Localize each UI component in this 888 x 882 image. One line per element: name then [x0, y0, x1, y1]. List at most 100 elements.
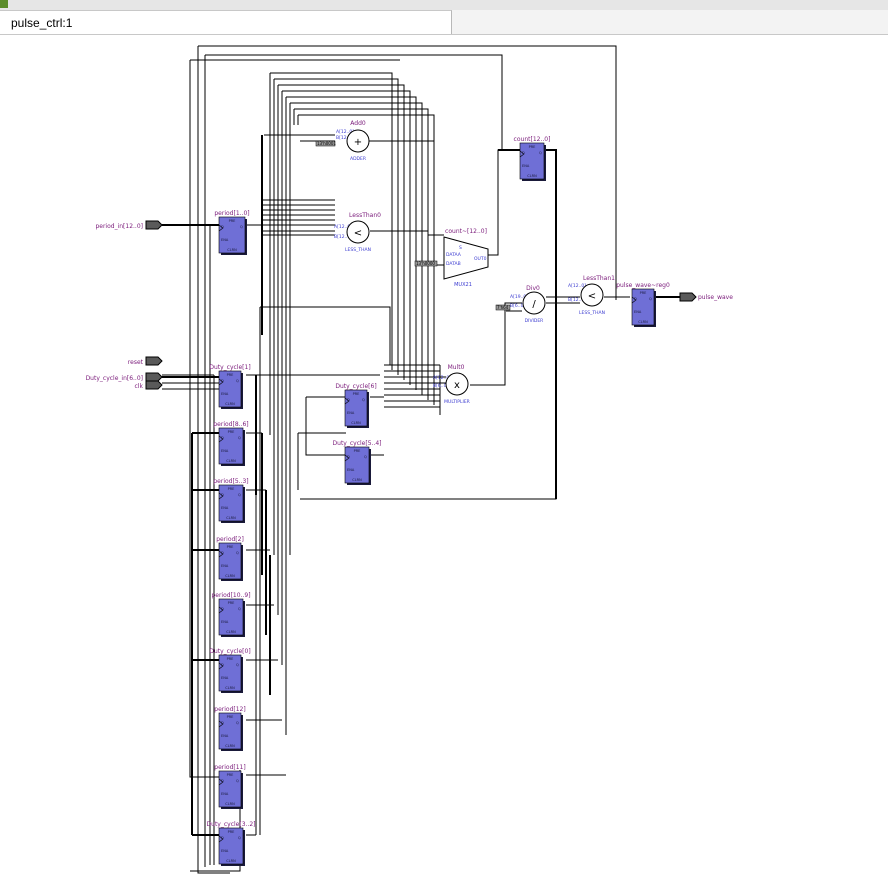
- pin-q-label: Q: [364, 455, 367, 459]
- operator-symbol: x: [454, 380, 460, 391]
- operator-label: Add0: [350, 120, 366, 127]
- pin-d-label: D: [221, 721, 224, 725]
- pin-clr-label: CLRN: [225, 574, 235, 578]
- input-port-clk: clk: [135, 380, 163, 390]
- input-port-reset: reset: [128, 356, 163, 366]
- operator-symbol: <: [354, 228, 362, 239]
- register-label: period[8..6]: [213, 421, 248, 428]
- pin-d-label: D: [347, 398, 350, 402]
- pin-ena-label: ENA: [221, 449, 229, 453]
- pin-b-label: B[12..0]: [568, 297, 586, 303]
- operator-label: LessThan0: [349, 212, 381, 219]
- pin-clr-label: CLRN: [226, 630, 236, 634]
- pin-pre-label: PRE: [227, 373, 234, 377]
- const-label: 7'h64: [497, 305, 509, 310]
- pin-a-label: A[12..0]: [433, 375, 451, 381]
- pin-b-label: B[12..0]: [336, 135, 354, 141]
- register-label: period[2]: [216, 536, 244, 543]
- pin-pre-label: PRE: [354, 449, 361, 453]
- pin-q-label: Q: [238, 493, 241, 497]
- bus-wires: [162, 135, 680, 836]
- pin-clr-label: CLRN: [226, 459, 236, 463]
- tab-strip: pulse_ctrl:1: [0, 10, 888, 35]
- pin-clr-label: CLRN: [225, 802, 235, 806]
- pin-q-label: Q: [539, 151, 542, 155]
- pin-ena-label: ENA: [347, 411, 355, 415]
- mux-type: MUX21: [454, 282, 472, 288]
- pin-a-label: A[12..0]: [334, 224, 352, 230]
- operator-lessthan1: LessThan1 A[12..0] B[12..0] < LESS_THAN: [568, 275, 615, 316]
- mux-label: count~[12..0]: [445, 228, 487, 235]
- pin-ena-label: ENA: [221, 506, 229, 510]
- register-label: pulse_wave~reg0: [616, 282, 670, 289]
- pin-q-label: Q: [240, 225, 243, 229]
- operator-symbol: <: [588, 291, 596, 302]
- pin-pre-label: PRE: [228, 430, 235, 434]
- port-label: period_in[12..0]: [95, 223, 143, 230]
- port-label: pulse_wave: [698, 294, 733, 301]
- pin-ena-label: ENA: [221, 849, 229, 853]
- register-label: count[12..0]: [514, 136, 551, 143]
- operator-type: MULTIPLIER: [444, 399, 470, 405]
- register-label: period[12]: [214, 706, 245, 713]
- pin-clr-label: CLRN: [225, 744, 235, 748]
- operator-label: LessThan1: [583, 275, 615, 282]
- pin-d-label: D: [221, 779, 224, 783]
- pin-ena-label: ENA: [221, 238, 229, 242]
- operator-lessthan0: LessThan0 A[12..0] B[12..0] < LESS_THAN: [334, 212, 381, 253]
- mux-pin-s: S: [459, 245, 462, 251]
- register-label: Duty_cycle[5..4]: [333, 440, 382, 447]
- pin-clr-label: CLRN: [352, 478, 362, 482]
- operator-symbol: +: [354, 137, 362, 148]
- pin-ena-label: ENA: [221, 564, 229, 568]
- mux-pin-out: OUT0: [474, 256, 487, 262]
- app-icon: [0, 0, 8, 8]
- pin-ena-label: ENA: [221, 792, 229, 796]
- pin-pre-label: PRE: [227, 773, 234, 777]
- pin-d-label: D: [522, 151, 525, 155]
- pin-q-label: Q: [236, 721, 239, 725]
- mux-pin-a: DATAA: [446, 252, 462, 258]
- pin-pre-label: PRE: [228, 487, 235, 491]
- operator-type: DIVIDER: [525, 318, 544, 324]
- pin-q-label: Q: [236, 379, 239, 383]
- pin-b-label: B[6..0]: [510, 303, 525, 309]
- register-label: period[10..9]: [211, 592, 250, 599]
- pin-q-label: Q: [236, 663, 239, 667]
- pin-q-label: Q: [236, 551, 239, 555]
- pin-pre-label: PRE: [227, 545, 234, 549]
- pin-a-label: A[12..0]: [568, 283, 586, 289]
- register-label: period[5..3]: [213, 478, 248, 485]
- mux-pin-b: DATAB: [446, 261, 461, 267]
- operator-label: Div0: [526, 285, 540, 292]
- pin-a-label: A[12..0]: [336, 129, 354, 135]
- pin-d-label: D: [221, 551, 224, 555]
- schematic-canvas[interactable]: period_in[12..0] reset Duty_cycle_in[6..…: [0, 35, 888, 882]
- pin-q-label: Q: [236, 779, 239, 783]
- const-label: 13'h0000: [416, 261, 435, 266]
- operator-label: Mult0: [448, 364, 465, 371]
- operator-add0: Add0 A[12..0] B[12..0] 13'h0001 + ADDER: [315, 120, 370, 162]
- output-port-pulse-wave: pulse_wave: [679, 292, 733, 302]
- pin-pre-label: PRE: [640, 291, 647, 295]
- pin-b-label: B[6..0]: [433, 383, 448, 389]
- pin-clr-label: CLRN: [226, 516, 236, 520]
- register-label: Duty_cycle[0]: [209, 648, 250, 655]
- tab-pulse-ctrl[interactable]: pulse_ctrl:1: [0, 10, 452, 34]
